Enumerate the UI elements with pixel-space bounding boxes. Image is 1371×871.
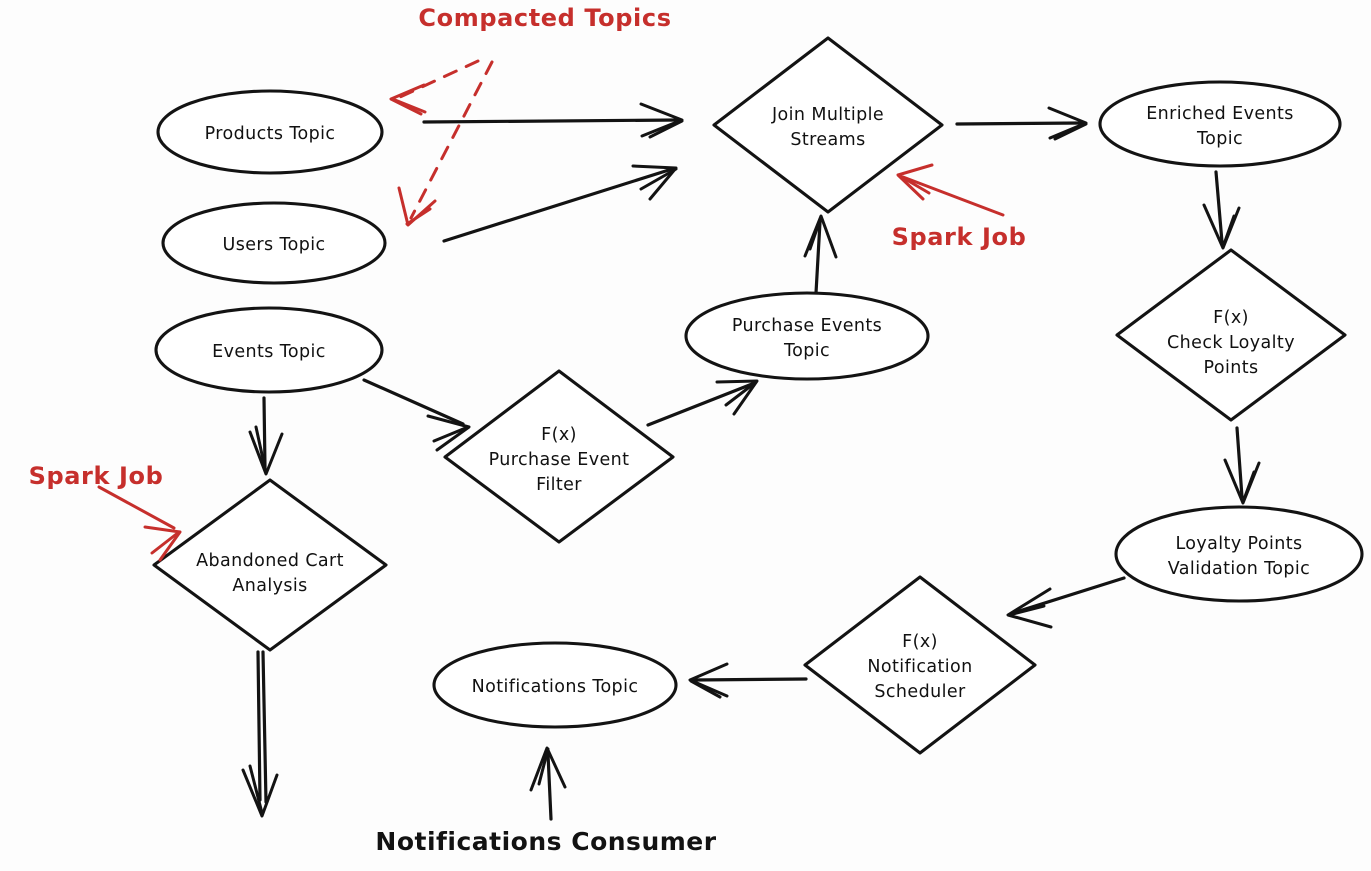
edge-enriched-to-loyalty-check — [1202, 170, 1241, 250]
node-check-loyalty-points-label-3: Points — [1204, 358, 1259, 378]
edge-purchase-filter-to-purchase-events-topic — [646, 379, 759, 427]
edge-events-to-abandoned-cart — [248, 396, 284, 476]
annotation-spark-job-join: Spark Job — [892, 163, 1027, 251]
node-users-topic[interactable]: Users Topic — [161, 201, 387, 285]
node-abandoned-cart-analysis[interactable]: Abandoned Cart Analysis — [152, 478, 388, 652]
node-purchase-event-filter-label-3: Filter — [536, 475, 582, 495]
edge-users-to-join — [442, 164, 678, 243]
edge-scheduler-to-notifications-topic — [688, 662, 808, 699]
annotation-compacted-topics: Compacted Topics — [389, 4, 671, 227]
node-enriched-events-topic-label-2: Topic — [1196, 129, 1243, 149]
node-check-loyalty-points-label-1: F(x) — [1213, 308, 1249, 328]
edge-consumer-to-notifications-topic — [529, 746, 567, 821]
node-events-topic[interactable]: Events Topic — [154, 306, 384, 394]
node-notification-scheduler[interactable]: F(x) Notification Scheduler — [803, 575, 1037, 755]
node-join-multiple-streams-label-2: Streams — [790, 130, 865, 150]
node-purchase-events-topic-label-2: Topic — [783, 341, 830, 361]
node-notifications-topic-label: Notifications Topic — [472, 677, 639, 697]
node-notifications-topic[interactable]: Notifications Topic — [432, 641, 678, 729]
node-loyalty-validation-label-2: Validation Topic — [1168, 559, 1310, 579]
annotation-notifications-consumer-label: Notifications Consumer — [375, 827, 716, 856]
node-enriched-events-topic[interactable]: Enriched Events Topic — [1098, 80, 1342, 168]
node-purchase-events-topic-label-1: Purchase Events — [732, 316, 882, 336]
edge-join-to-enriched — [955, 106, 1088, 141]
edge-validation-topic-to-scheduler — [1006, 576, 1126, 629]
annotation-spark-job-cart-label: Spark Job — [29, 462, 164, 490]
node-purchase-event-filter-label-1: F(x) — [541, 425, 577, 445]
node-purchase-events-topic[interactable]: Purchase Events Topic — [684, 291, 930, 381]
node-abandoned-cart-label-2: Analysis — [232, 576, 307, 596]
node-notification-scheduler-label-3: Scheduler — [874, 682, 966, 702]
edge-abandoned-cart-downstream — [241, 650, 279, 818]
node-events-topic-label: Events Topic — [212, 342, 326, 362]
node-join-multiple-streams-label-1: Join Multiple — [771, 105, 884, 125]
node-notification-scheduler-label-1: F(x) — [902, 632, 938, 652]
edge-loyalty-check-to-validation-topic — [1223, 426, 1261, 505]
node-check-loyalty-points-label-2: Check Loyalty — [1167, 333, 1295, 353]
node-purchase-event-filter[interactable]: F(x) Purchase Event Filter — [443, 369, 675, 544]
node-check-loyalty-points[interactable]: F(x) Check Loyalty Points — [1115, 248, 1347, 422]
edge-purchase-events-topic-to-join — [803, 214, 838, 295]
annotation-compacted-topics-label: Compacted Topics — [418, 4, 671, 32]
node-abandoned-cart-label-1: Abandoned Cart — [196, 551, 344, 571]
edge-events-to-purchase-filter — [362, 378, 471, 452]
node-loyalty-validation-label-1: Loyalty Points — [1175, 534, 1302, 554]
node-join-multiple-streams[interactable]: Join Multiple Streams — [712, 36, 944, 214]
node-notification-scheduler-label-2: Notification — [867, 657, 972, 677]
node-loyalty-points-validation-topic[interactable]: Loyalty Points Validation Topic — [1114, 505, 1364, 603]
node-purchase-event-filter-label-2: Purchase Event — [489, 450, 630, 470]
annotation-spark-job-join-label: Spark Job — [892, 223, 1027, 251]
annotation-spark-job-cart: Spark Job — [29, 462, 182, 562]
node-products-topic-label: Products Topic — [205, 124, 336, 144]
node-enriched-events-topic-label-1: Enriched Events — [1146, 104, 1294, 124]
edge-products-to-join — [422, 102, 684, 139]
node-products-topic[interactable]: Products Topic — [156, 89, 384, 175]
node-users-topic-label: Users Topic — [223, 235, 326, 255]
